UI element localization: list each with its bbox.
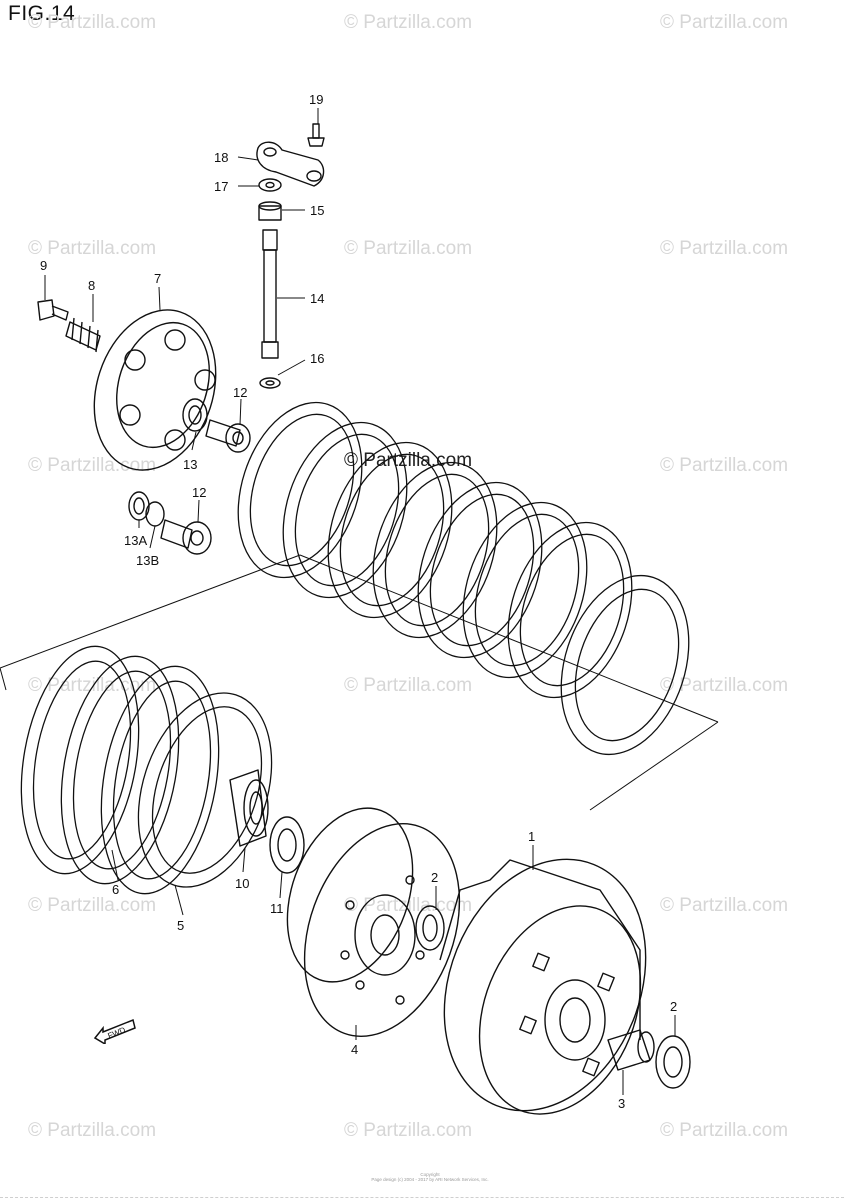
figure-title: FIG.14 [8, 2, 76, 25]
watermark: © Partzilla.com [344, 675, 473, 696]
watermark: © Partzilla.com [28, 675, 157, 696]
watermark: © Partzilla.com [28, 238, 157, 259]
bolt [37, 299, 69, 321]
callout-14: 14 [310, 291, 324, 306]
sleeve-hub [229, 769, 269, 847]
callout-15: 15 [310, 203, 324, 218]
callout-2-lower: 2 [670, 999, 677, 1014]
callout-labels: 19 18 17 15 14 16 9 8 7 12 13 12 13A 13B… [40, 92, 677, 1111]
watermark: © Partzilla.com [660, 238, 789, 259]
clutch-plate-stack-upper [237, 401, 690, 756]
release-bearing [128, 419, 251, 555]
copyright-footer: Copyright Page design (c) 2004 - 2017 by… [330, 1172, 530, 1182]
footer-divider [0, 1197, 844, 1198]
washer [269, 816, 305, 874]
callout-7: 7 [154, 271, 161, 286]
watermark: © Partzilla.com [28, 1120, 157, 1141]
callout-19: 19 [309, 92, 323, 107]
watermark-center: © Partzilla.com [344, 450, 473, 471]
callout-18: 18 [214, 150, 228, 165]
watermark: © Partzilla.com [344, 238, 473, 259]
clutch-housing [439, 858, 647, 1115]
thrust-washer [655, 1035, 691, 1089]
callout-13A: 13A [124, 533, 147, 548]
callout-12-lower: 12 [192, 485, 206, 500]
watermark: © Partzilla.com [660, 895, 789, 916]
watermark: © Partzilla.com [344, 1120, 473, 1141]
callout-11: 11 [270, 901, 284, 916]
callout-2-upper: 2 [431, 870, 438, 885]
callout-6: 6 [112, 882, 119, 897]
callout-9: 9 [40, 258, 47, 273]
forward-arrow-label: FWD [106, 1025, 126, 1040]
copyright-line-1: Copyright [420, 1172, 440, 1177]
callout-8: 8 [88, 278, 95, 293]
callout-16: 16 [310, 351, 324, 366]
callout-17: 17 [214, 179, 228, 194]
leader-lines [44, 108, 676, 1095]
callout-13B: 13B [136, 553, 159, 568]
pressure-plate [93, 309, 217, 471]
callout-5: 5 [177, 918, 184, 933]
watermark: © Partzilla.com [28, 12, 157, 33]
watermark: © Partzilla.com [660, 455, 789, 476]
callout-10: 10 [235, 876, 249, 891]
watermark: © Partzilla.com [660, 1120, 789, 1141]
watermark: © Partzilla.com [660, 12, 789, 33]
release-arm-assembly [256, 123, 325, 389]
clutch-plate-stack-lower [20, 645, 273, 895]
watermark: © Partzilla.com [660, 675, 789, 696]
copyright-line-2: Page design (c) 2004 - 2017 by ARI Netwo… [371, 1177, 489, 1182]
spring [65, 317, 101, 353]
watermark: © Partzilla.com [28, 455, 157, 476]
callout-1: 1 [528, 829, 535, 844]
watermark: © Partzilla.com [344, 12, 473, 33]
clutch-hub [286, 807, 461, 1037]
forward-arrow-icon: FWD [93, 1018, 136, 1044]
spacer-sleeve [607, 1029, 655, 1071]
watermark: © Partzilla.com [28, 895, 157, 916]
callout-3: 3 [618, 1096, 625, 1111]
plate-set-bracket [0, 554, 719, 811]
callout-12-upper: 12 [233, 385, 247, 400]
callout-4: 4 [351, 1042, 358, 1057]
callout-13: 13 [183, 457, 197, 472]
